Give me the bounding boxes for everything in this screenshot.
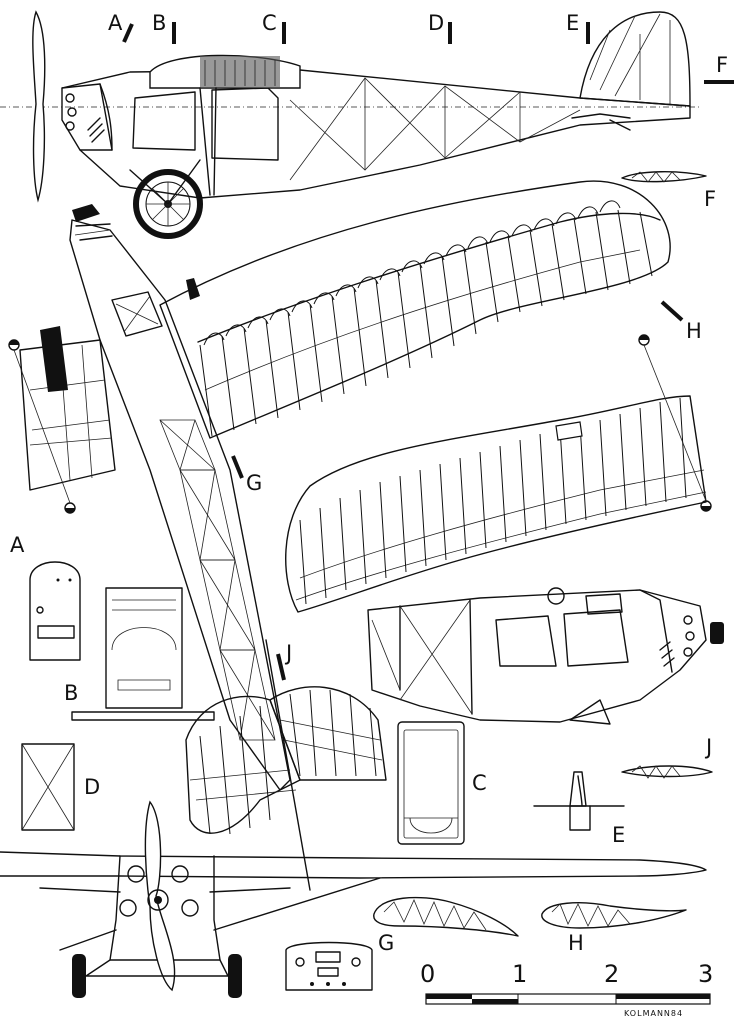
section-e: E xyxy=(533,771,625,847)
side-view-tail-fin xyxy=(579,11,691,107)
section-label-j-marker: J xyxy=(284,641,292,665)
section-b-label: B xyxy=(64,681,78,705)
section-a: A xyxy=(10,533,81,661)
top-view-fuselage xyxy=(8,204,291,791)
lower-window-1 xyxy=(495,615,557,667)
lower-window-2 xyxy=(563,609,629,667)
section-b: B xyxy=(64,587,215,721)
bottom-view-wing xyxy=(285,334,712,613)
side-view-window-rear xyxy=(211,87,279,161)
front-view-wheel-right xyxy=(228,954,242,998)
section-d: D xyxy=(21,743,100,831)
side-view-window-front xyxy=(132,91,196,151)
side-view-lower: J xyxy=(367,587,724,759)
section-d-label: D xyxy=(84,775,100,799)
scale-tick-3: 3 xyxy=(698,960,713,988)
profile-h: H xyxy=(541,902,687,955)
front-view xyxy=(0,800,707,998)
section-c-label: C xyxy=(472,771,487,795)
instrument-panel xyxy=(285,941,373,991)
side-view-propeller xyxy=(32,10,46,203)
section-g-label: G xyxy=(378,931,394,955)
top-view-wing-upper: H G xyxy=(159,180,702,495)
tail-top-view: J xyxy=(185,639,387,891)
profile-g: G xyxy=(373,896,519,955)
section-a-label: A xyxy=(10,533,25,557)
section-label-b: B xyxy=(152,11,166,35)
section-label-e: E xyxy=(566,11,579,35)
section-markers: A B C D E F xyxy=(108,11,734,84)
section-label-d: D xyxy=(428,11,444,35)
front-view-propeller xyxy=(144,800,176,992)
profile-f: F xyxy=(621,171,716,211)
section-label-a: A xyxy=(108,11,123,35)
scale-tick-2: 2 xyxy=(604,960,619,988)
front-view-wheel-left xyxy=(72,954,86,998)
scale-bar: 0 1 2 3 KOLMANN84 xyxy=(420,960,713,1018)
section-label-j-side: J xyxy=(704,735,712,759)
profile-j xyxy=(621,765,713,779)
scale-tick-1: 1 xyxy=(512,960,527,988)
section-label-f-profile: F xyxy=(704,187,716,211)
section-c: C xyxy=(397,721,487,845)
scale-tick-0: 0 xyxy=(420,960,435,988)
section-label-c: C xyxy=(262,11,277,35)
section-label-f: F xyxy=(716,53,728,77)
section-e-label: E xyxy=(612,823,625,847)
section-label-h-marker: H xyxy=(686,319,702,343)
artist-signature: KOLMANN84 xyxy=(624,1009,683,1018)
section-label-g-marker: G xyxy=(246,471,262,495)
side-view xyxy=(0,10,700,239)
side-view-fuselage xyxy=(61,69,691,199)
section-h-label: H xyxy=(568,931,584,955)
